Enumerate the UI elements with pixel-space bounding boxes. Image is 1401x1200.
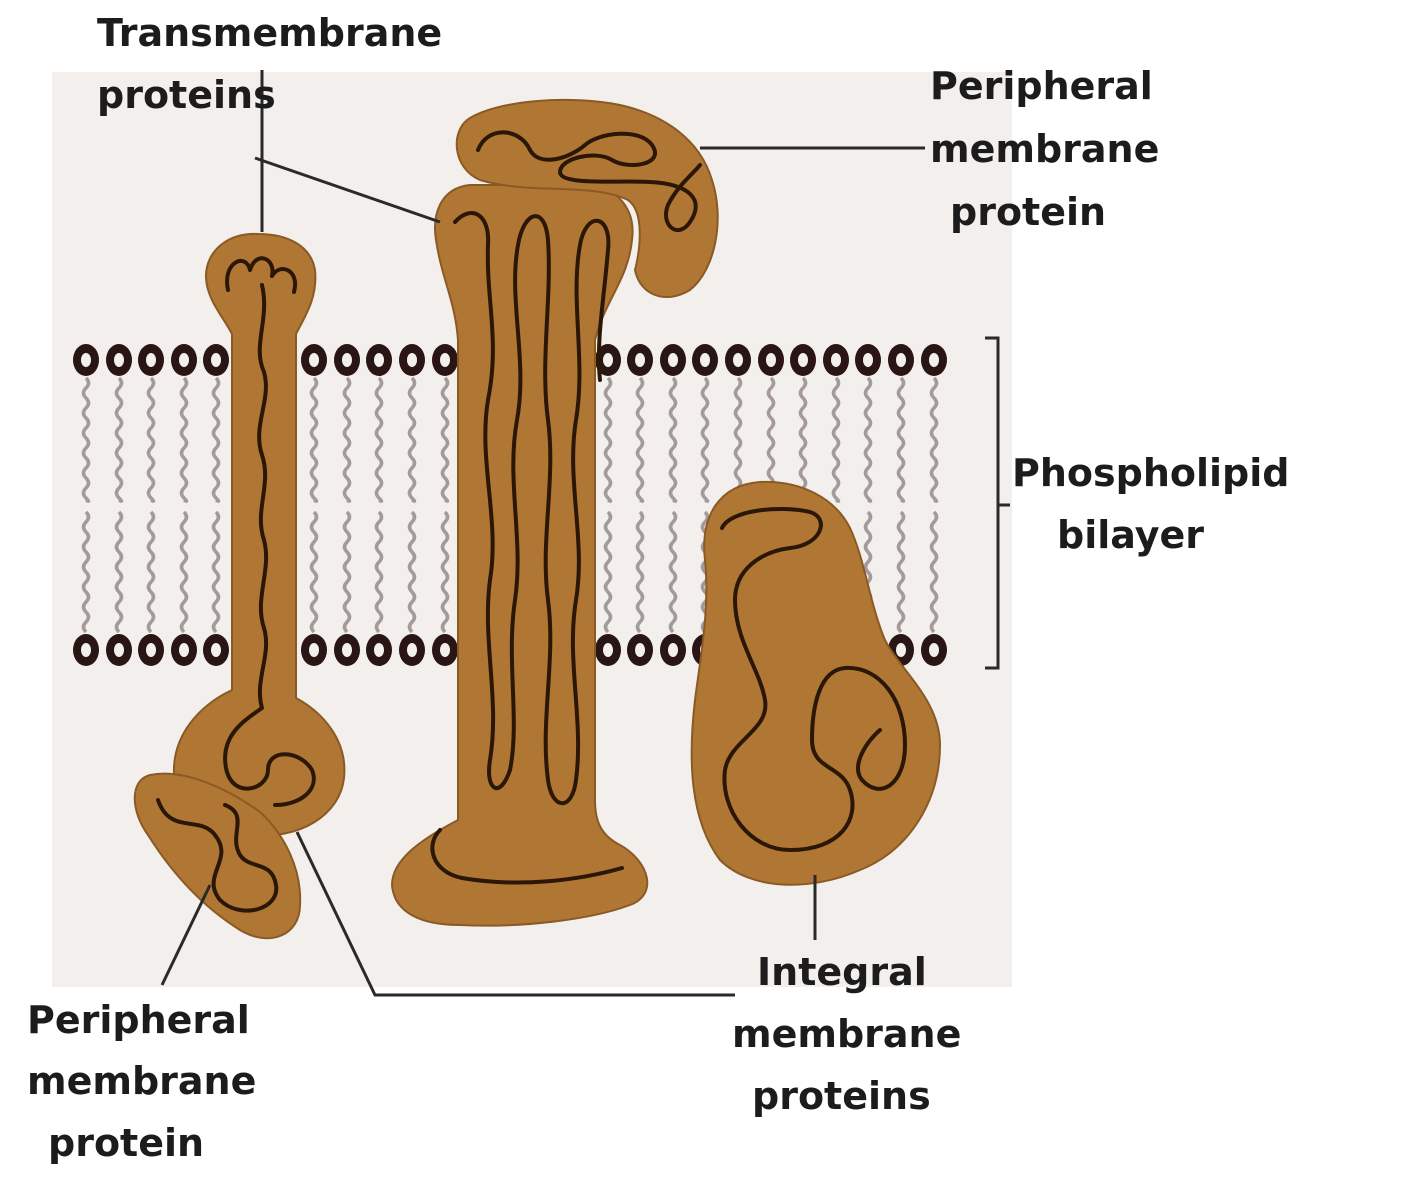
lipid-tail	[603, 376, 613, 503]
phosphate-head-highlight	[929, 353, 939, 367]
phosphate-head-highlight	[668, 353, 678, 367]
lipid-tail	[374, 510, 384, 634]
lipid-tail	[831, 376, 841, 503]
lipid-tail	[146, 376, 156, 503]
lipid-tail	[668, 510, 678, 634]
phosphate-head-highlight	[146, 353, 156, 367]
integral-protein-right	[690, 480, 942, 886]
lipid-tail	[81, 376, 91, 503]
lipid-tail	[114, 376, 124, 503]
phosphate-head-highlight	[179, 353, 189, 367]
lipid-tail	[700, 376, 710, 503]
phosphate-head-highlight	[146, 643, 156, 657]
phosphate-head-highlight	[211, 353, 221, 367]
lipid-tail	[440, 376, 450, 503]
label-peripheral-top-line3: protein	[950, 190, 1106, 234]
lipid-tail	[309, 510, 319, 634]
lipid-tail	[342, 376, 352, 503]
label-transmembrane-line1: Transmembrane	[97, 11, 442, 55]
phosphate-head-highlight	[798, 353, 808, 367]
label-transmembrane-proteins: Transmembrane proteins	[97, 11, 455, 117]
lipid-tail	[896, 510, 906, 634]
phosphate-head-highlight	[700, 353, 710, 367]
label-peripheral-top-line2: membrane	[930, 127, 1159, 171]
label-integral-line3: proteins	[752, 1074, 931, 1118]
phosphate-head-highlight	[81, 643, 91, 657]
phosphate-head-highlight	[374, 353, 384, 367]
phosphate-head-highlight	[766, 353, 776, 367]
lipid-tail	[342, 510, 352, 634]
label-peripheral-top-line1: Peripheral	[930, 64, 1153, 108]
lipid-tail	[211, 376, 221, 503]
label-integral-line1: Integral	[757, 950, 927, 994]
phosphate-head-highlight	[407, 643, 417, 657]
phosphate-head-highlight	[603, 643, 613, 657]
label-peripheral-bottom-line3: protein	[48, 1121, 204, 1165]
phosphate-head-highlight	[896, 643, 906, 657]
phosphate-head-highlight	[440, 353, 450, 367]
peripheral-protein-bottom	[133, 772, 302, 940]
leader-transmembrane-large	[254, 156, 441, 224]
label-integral-membrane-proteins: Integral membrane proteins	[732, 950, 975, 1118]
lipid-tail	[179, 510, 189, 634]
phosphate-head-highlight	[668, 643, 678, 657]
lipid-tail	[179, 376, 189, 503]
lipid-tail	[635, 376, 645, 503]
phosphate-head-highlight	[81, 353, 91, 367]
label-peripheral-membrane-protein-bottom: Peripheral membrane protein	[27, 998, 270, 1165]
phosphate-head-highlight	[114, 643, 124, 657]
phosphate-head-highlight	[896, 353, 906, 367]
phosphate-head-highlight	[374, 643, 384, 657]
peripheral-protein-top	[455, 98, 719, 299]
phosphate-head-highlight	[114, 353, 124, 367]
leader-peripheral-bottom	[160, 884, 212, 986]
large-transmembrane-protein	[390, 184, 649, 927]
label-phospholipid-bilayer: Phospholipid bilayer	[1012, 451, 1303, 557]
lipid-tail	[407, 376, 417, 503]
label-phospholipid-line2: bilayer	[1057, 513, 1204, 557]
lipid-tail	[146, 510, 156, 634]
lipid-tail	[603, 510, 613, 634]
label-peripheral-membrane-protein-top: Peripheral membrane protein	[930, 64, 1173, 234]
lipid-tail	[635, 510, 645, 634]
phosphate-head-highlight	[635, 353, 645, 367]
lipid-tail	[309, 376, 319, 503]
lipid-tail	[407, 510, 417, 634]
phosphate-head-highlight	[635, 643, 645, 657]
phosphate-head-highlight	[342, 353, 352, 367]
leader-integral	[295, 831, 735, 997]
phosphate-head-highlight	[407, 353, 417, 367]
phosphate-head-highlight	[211, 643, 221, 657]
lipid-tail	[863, 376, 873, 503]
phosphate-head-highlight	[309, 643, 319, 657]
lipid-tail	[668, 376, 678, 503]
label-peripheral-bottom-line2: membrane	[27, 1059, 256, 1103]
phosphate-head-highlight	[831, 353, 841, 367]
phosphate-head-highlight	[309, 353, 319, 367]
lipid-tail	[211, 510, 221, 634]
phosphate-head-highlight	[929, 643, 939, 657]
phosphate-head-highlight	[440, 643, 450, 657]
phosphate-head-highlight	[179, 643, 189, 657]
phosphate-head-highlight	[603, 353, 613, 367]
label-integral-line2: membrane	[732, 1012, 961, 1056]
lipid-tail	[440, 510, 450, 634]
bilayer-bracket	[985, 336, 1010, 670]
lipid-tail	[81, 510, 91, 634]
label-phospholipid-line1: Phospholipid	[1012, 451, 1289, 495]
label-peripheral-bottom-line1: Peripheral	[27, 998, 250, 1042]
lipid-tail	[896, 376, 906, 503]
phosphate-head-highlight	[733, 353, 743, 367]
label-transmembrane-line2: proteins	[97, 73, 276, 117]
phosphate-head-highlight	[342, 643, 352, 657]
lipid-tail	[929, 510, 939, 634]
lipid-tail	[929, 376, 939, 503]
lipid-tail	[374, 376, 384, 503]
lipid-tail	[114, 510, 124, 634]
lipid-tail	[798, 376, 808, 503]
phosphate-head-highlight	[863, 353, 873, 367]
